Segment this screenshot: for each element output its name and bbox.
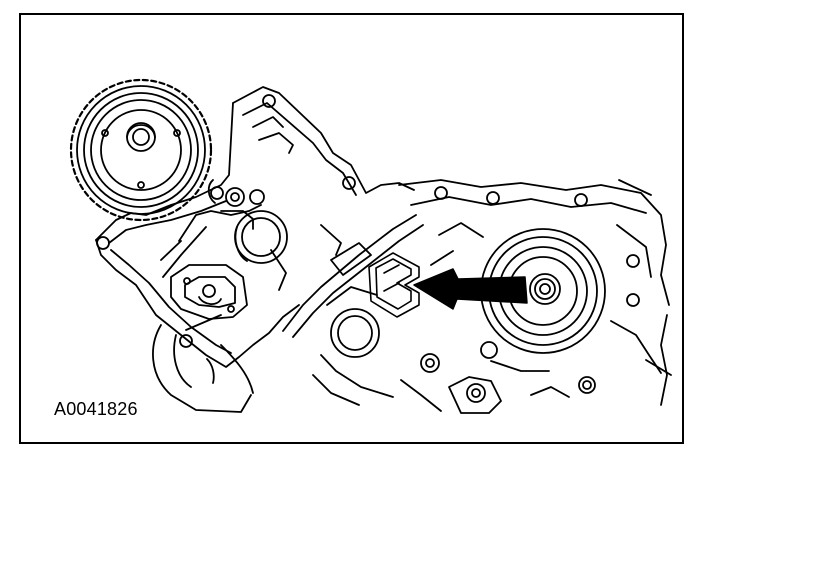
right-edge-bracket	[645, 314, 672, 406]
figure-id-label: A0041826	[54, 399, 138, 419]
right-housing	[398, 179, 670, 374]
engine-front-cover-illustration	[69, 78, 672, 414]
outlet-plate	[170, 264, 248, 320]
center-rib	[282, 214, 424, 338]
lower-bosses	[400, 341, 596, 414]
camshaft-sprocket	[69, 78, 213, 222]
figure-frame: A0041826	[19, 13, 684, 444]
cylinder-block	[152, 314, 254, 413]
identification-mark	[368, 252, 420, 318]
pointer-arrow	[413, 268, 528, 310]
lower-center-port	[312, 308, 394, 406]
left-port	[234, 210, 288, 264]
